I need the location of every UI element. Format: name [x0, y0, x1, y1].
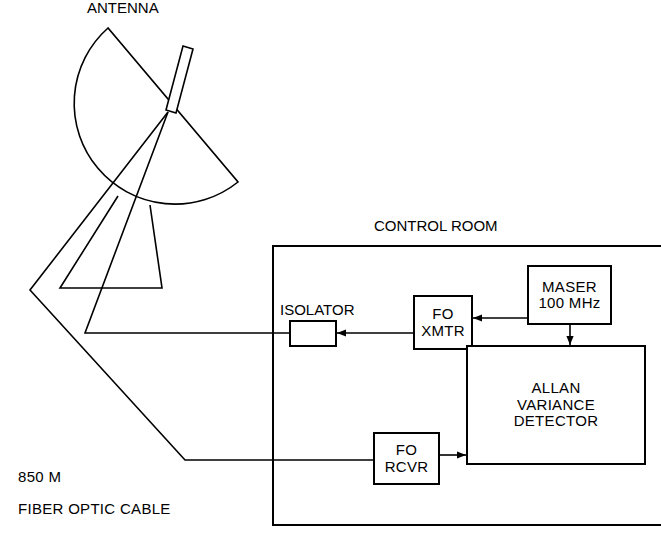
fiber-connector	[440, 454, 466, 456]
maser-box-outline: MASER 100 MHz	[527, 265, 612, 325]
receiver-box-outline: FO RCVR	[373, 432, 440, 485]
maser-box: MASER 100 MHz	[527, 265, 612, 325]
isolator-box: ISOLATOR	[274, 302, 352, 349]
transmitter-box-outline: FO XMTR	[413, 295, 473, 350]
fiber-connector	[85, 112, 289, 333]
receiver-box: FO RCVR	[373, 432, 440, 485]
fiber-connector	[30, 112, 373, 460]
fiber-connector	[473, 317, 527, 319]
node-heading: CONTROL ROOM	[372, 218, 500, 235]
fiber-connector	[337, 332, 413, 334]
cable-note: 850 M	[18, 468, 61, 485]
detector-box: ALLAN VARIANCE DETECTOR	[466, 345, 646, 465]
node-label: FO XMTR	[419, 306, 467, 339]
fiber-connector	[569, 325, 571, 345]
antenna-dish	[60, 28, 238, 288]
detector-box-outline: ALLAN VARIANCE DETECTOR	[466, 345, 646, 465]
node-heading: ANTENNA	[85, 0, 161, 17]
control-room: CONTROL ROOM ISOLATOR FO XMTR MASER 100 MHz…	[272, 218, 661, 526]
transmitter-box: FO XMTR	[413, 295, 473, 350]
node-label: FO RCVR	[382, 442, 432, 475]
isolator-box-outline	[289, 320, 337, 347]
antenna-figure: ANTENNA	[40, 0, 250, 292]
node-label: ALLAN VARIANCE DETECTOR	[504, 380, 608, 430]
node-heading: ISOLATOR	[278, 302, 356, 319]
node-label: MASER 100 MHz	[534, 279, 606, 312]
cable-note: FIBER OPTIC CABLE	[18, 500, 171, 517]
